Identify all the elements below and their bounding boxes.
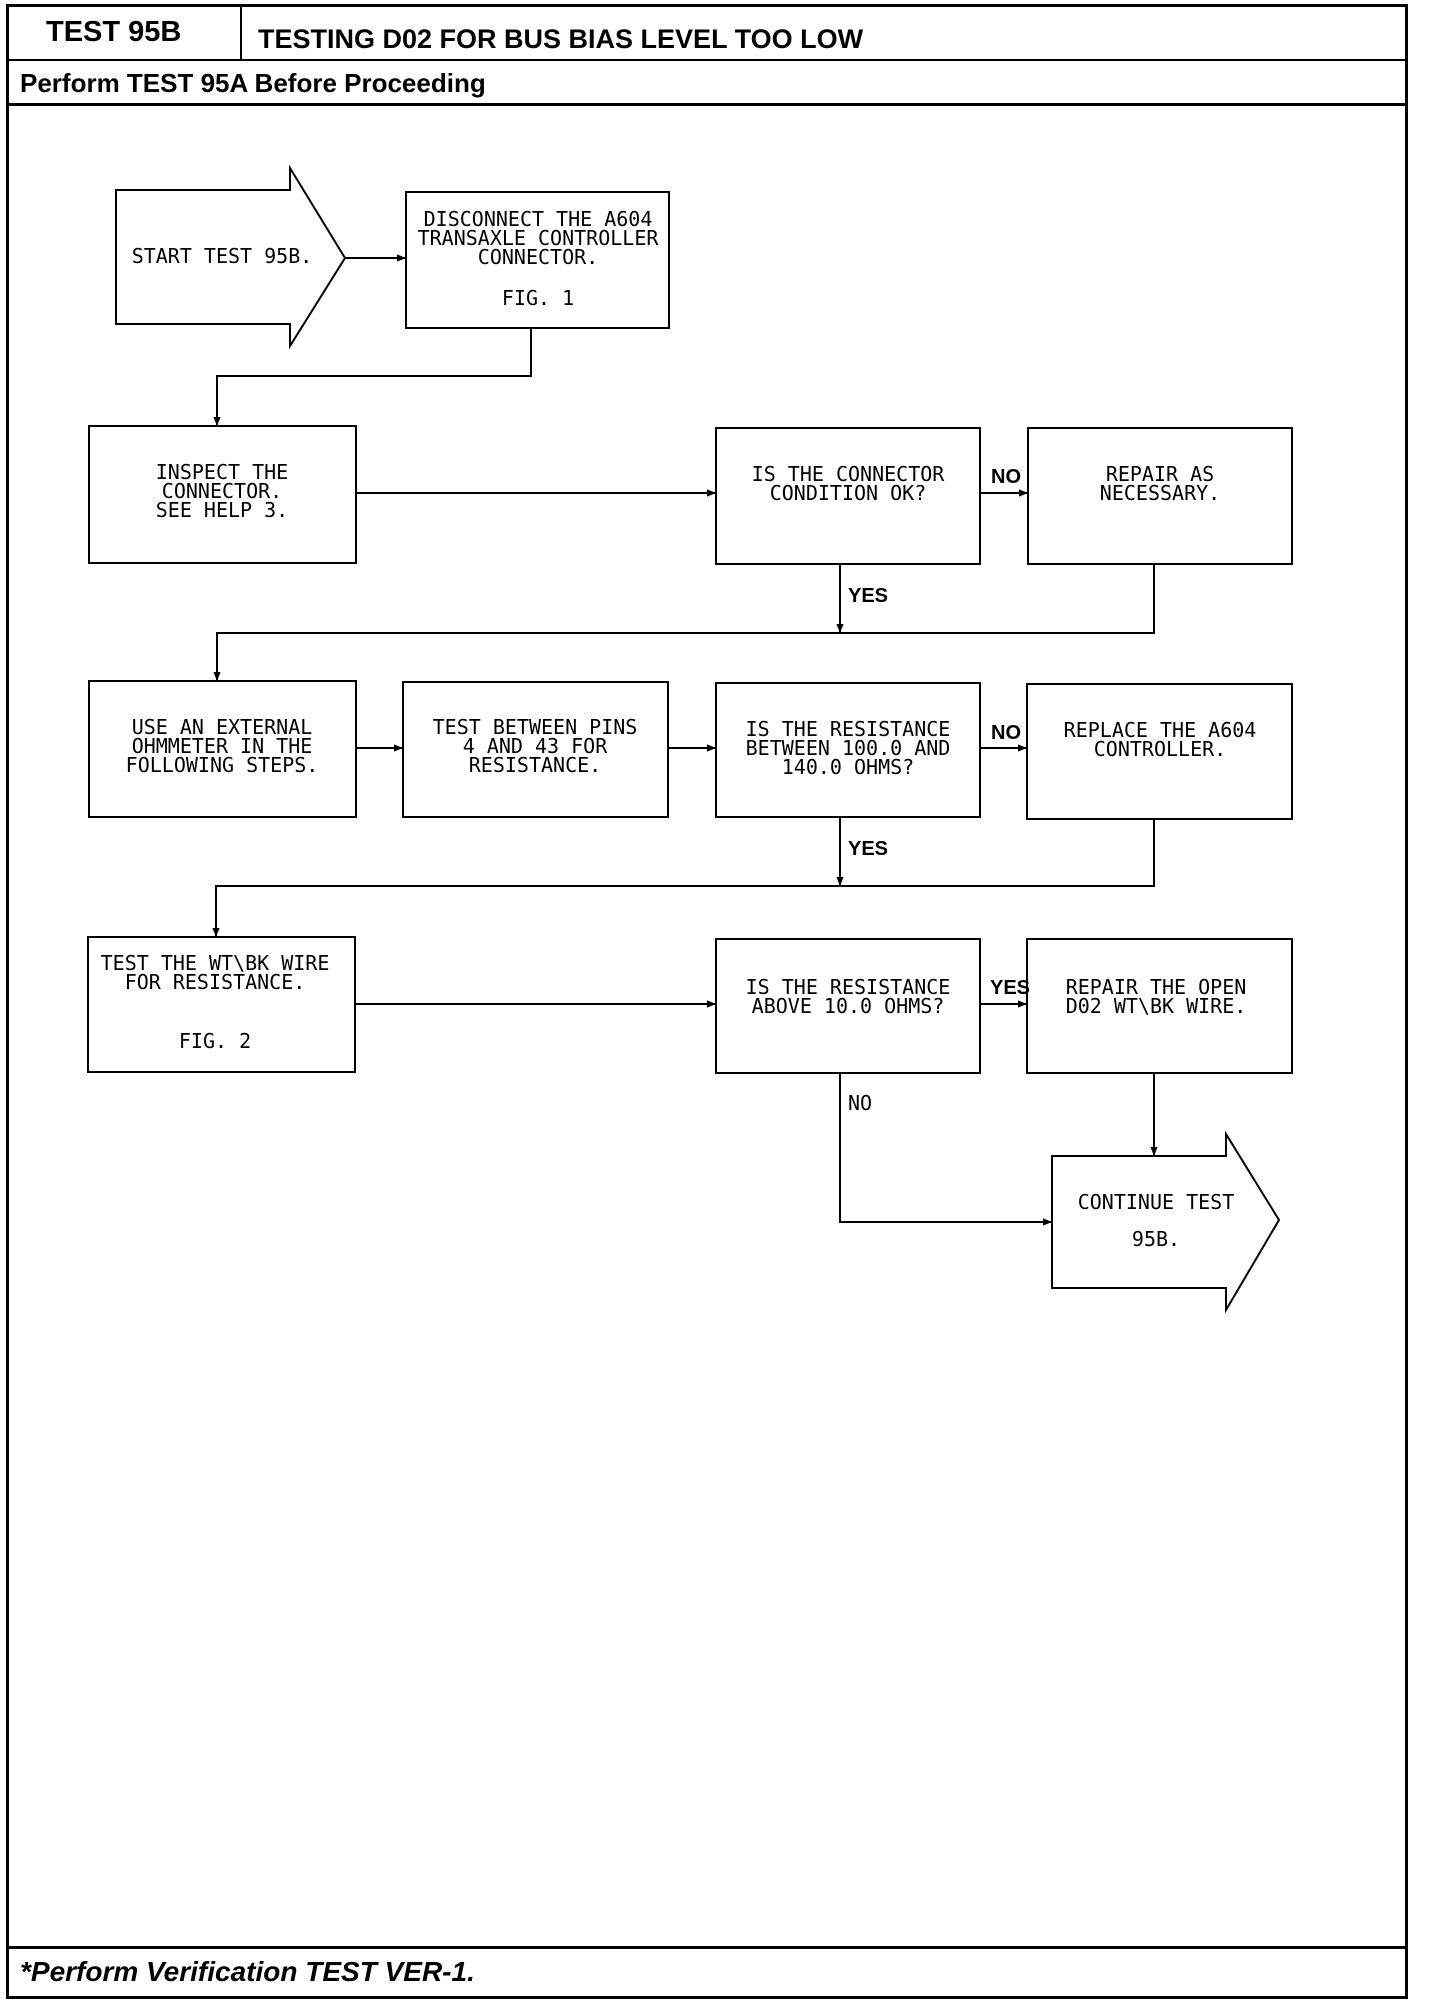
range-line-2: BETWEEN 100.0 AND — [746, 736, 951, 760]
start-node — [115, 164, 347, 350]
repair-line-2: NECESSARY. — [1100, 481, 1220, 505]
ohmmeter-line-2: OHMMETER IN THE — [132, 734, 313, 758]
test-pins-box — [402, 681, 669, 818]
test-pins-line-1: TEST BETWEEN PINS — [433, 715, 638, 739]
frame-top — [6, 4, 1408, 7]
disconnect-line-1: DISCONNECT THE A604 — [424, 207, 653, 231]
inspect-line-2: CONNECTOR. — [162, 479, 282, 503]
repair-open-line-1: REPAIR THE OPEN — [1066, 975, 1247, 999]
disconnect-line-3: CONNECTOR. — [478, 245, 598, 269]
edge-disconnect-inspect — [213, 328, 532, 426]
replace-line-2: CONTROLLER. — [1094, 737, 1226, 761]
frame-right — [1405, 4, 1408, 1999]
edge-label-no-3: NO — [848, 1091, 872, 1115]
disconnect-line-2: TRANSAXLE CONTROLLER — [418, 226, 660, 250]
edge-label-yes-3: YES — [990, 977, 1030, 999]
ohmmeter-line-3: FOLLOWING STEPS. — [126, 753, 319, 777]
resistance-range-box — [715, 682, 981, 818]
test-id: TEST 95B — [46, 16, 182, 48]
disconnect-fig: FIG. 1 — [502, 286, 574, 310]
inspect-box — [88, 425, 357, 564]
above-line-1: IS THE RESISTANCE — [746, 975, 951, 999]
above-line-2: ABOVE 10.0 OHMS? — [752, 994, 945, 1018]
continue-line-2: 95B. — [1132, 1227, 1180, 1251]
inspect-line-3: SEE HELP 3. — [156, 498, 288, 522]
edge-label-yes-1: YES — [848, 585, 888, 607]
repair-box — [1027, 427, 1293, 565]
test-pins-line-3: RESISTANCE. — [469, 753, 601, 777]
title-rule — [6, 59, 1408, 61]
connector-ok-line-2: CONDITION OK? — [770, 481, 927, 505]
continue-line-1: CONTINUE TEST — [1078, 1190, 1235, 1214]
edge-label-no-1: NO — [991, 466, 1021, 488]
prerequisite-rule — [6, 103, 1408, 106]
edge-label-yes-2: YES — [848, 838, 888, 860]
edge-label-no-2: NO — [991, 722, 1021, 744]
frame-left — [6, 4, 9, 1999]
start-label: START TEST 95B. — [132, 244, 313, 268]
edge-repair-loop — [213, 564, 1155, 681]
range-line-1: IS THE RESISTANCE — [746, 717, 951, 741]
ohmmeter-line-1: USE AN EXTERNAL — [132, 715, 313, 739]
test-wire-fig: FIG. 2 — [179, 1029, 251, 1053]
connector-ok-box — [715, 427, 981, 565]
repair-line-1: REPAIR AS — [1106, 462, 1214, 486]
frame-bottom — [6, 1996, 1408, 1999]
continue-node — [1051, 1130, 1281, 1314]
inspect-line-1: INSPECT THE — [156, 460, 288, 484]
connector-ok-line-1: IS THE CONNECTOR — [752, 462, 946, 486]
footer-note: *Perform Verification TEST VER-1. — [20, 1956, 475, 1987]
disconnect-box — [405, 191, 670, 329]
test-pins-line-2: 4 AND 43 FOR — [463, 734, 608, 758]
repair-open-box — [1026, 938, 1293, 1074]
footer-rule — [6, 1946, 1408, 1949]
test-wire-line-1: TEST THE WT\BK WIRE — [101, 951, 330, 975]
resistance-above-box — [715, 938, 981, 1074]
replace-line-1: REPLACE THE A604 — [1064, 718, 1257, 742]
edge-above-no — [839, 1073, 1052, 1226]
test-wire-line-2: FOR RESISTANCE. — [125, 970, 306, 994]
page-title: TESTING D02 FOR BUS BIAS LEVEL TOO LOW — [258, 24, 864, 54]
repair-open-line-2: D02 WT\BK WIRE. — [1066, 994, 1247, 1018]
test-id-divider — [240, 4, 242, 60]
prerequisite-note: Perform TEST 95A Before Proceeding — [20, 68, 486, 98]
edge-replace-loop — [212, 819, 1155, 937]
replace-box — [1026, 683, 1293, 820]
range-line-3: 140.0 OHMS? — [782, 755, 914, 779]
